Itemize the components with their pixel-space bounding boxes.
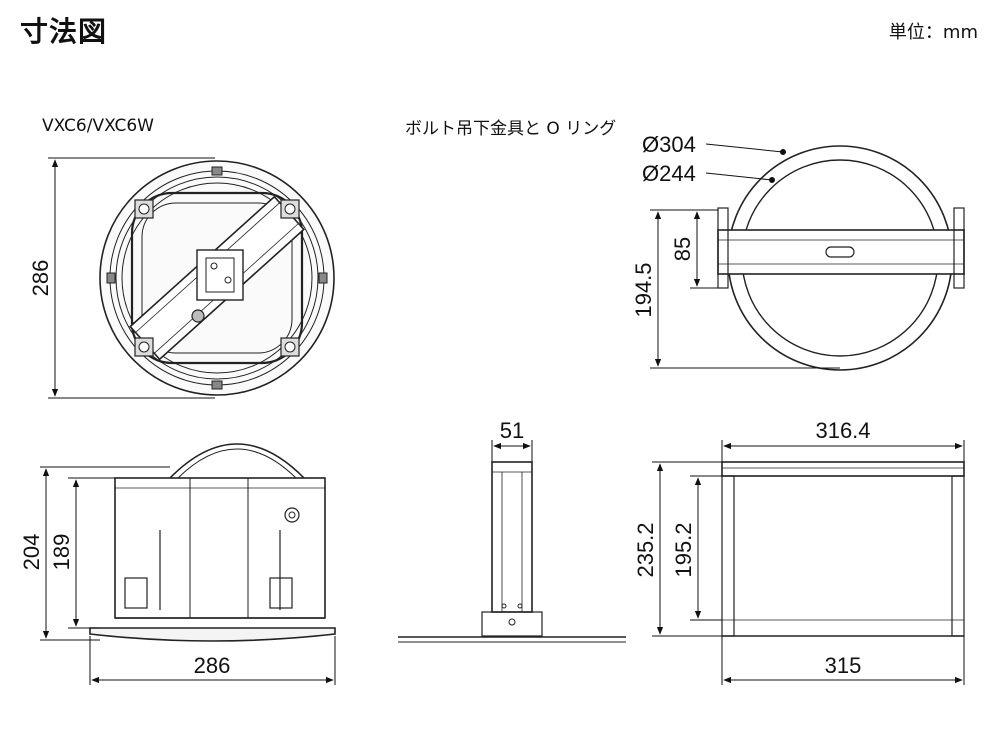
dim-side-view-width bbox=[89, 636, 336, 685]
dim-text-ring-inner: Ø244 bbox=[642, 161, 696, 186]
ring-leaders bbox=[705, 143, 786, 183]
dim-bracket-width bbox=[491, 440, 533, 462]
dim-text-bracket-width: 51 bbox=[500, 418, 524, 443]
dim-text-side-outer: 204 bbox=[19, 534, 44, 571]
bracket-view bbox=[398, 461, 626, 643]
dim-frame bbox=[652, 440, 965, 685]
dim-text-side-inner: 189 bbox=[49, 534, 74, 571]
unit-label: 単位：mm bbox=[888, 22, 978, 43]
ring-view bbox=[717, 145, 965, 371]
dim-text-frame-inner: 195.2 bbox=[671, 522, 696, 577]
dim-top-view-height bbox=[48, 157, 215, 399]
dim-text-frame-top: 316.4 bbox=[815, 418, 870, 443]
side-view bbox=[89, 443, 336, 642]
dim-text-top-view-height: 286 bbox=[28, 260, 53, 297]
page-title: 寸法図 bbox=[20, 15, 108, 48]
bracket-label: ボルト吊下金具と O リング bbox=[405, 119, 617, 139]
model-label: VXC6/VXC6W bbox=[42, 116, 154, 136]
dim-text-frame-outer: 235.2 bbox=[633, 522, 658, 577]
dim-text-side-width: 286 bbox=[194, 653, 231, 678]
dim-text-bar-height: 85 bbox=[670, 237, 695, 261]
dim-ring-heights bbox=[650, 209, 840, 369]
dim-text-ring-outer: Ø304 bbox=[642, 132, 696, 157]
dim-text-ring-height: 194.5 bbox=[631, 262, 656, 317]
top-view bbox=[99, 160, 335, 396]
frame-view bbox=[721, 461, 965, 637]
dim-text-frame-bottom: 315 bbox=[825, 653, 862, 678]
